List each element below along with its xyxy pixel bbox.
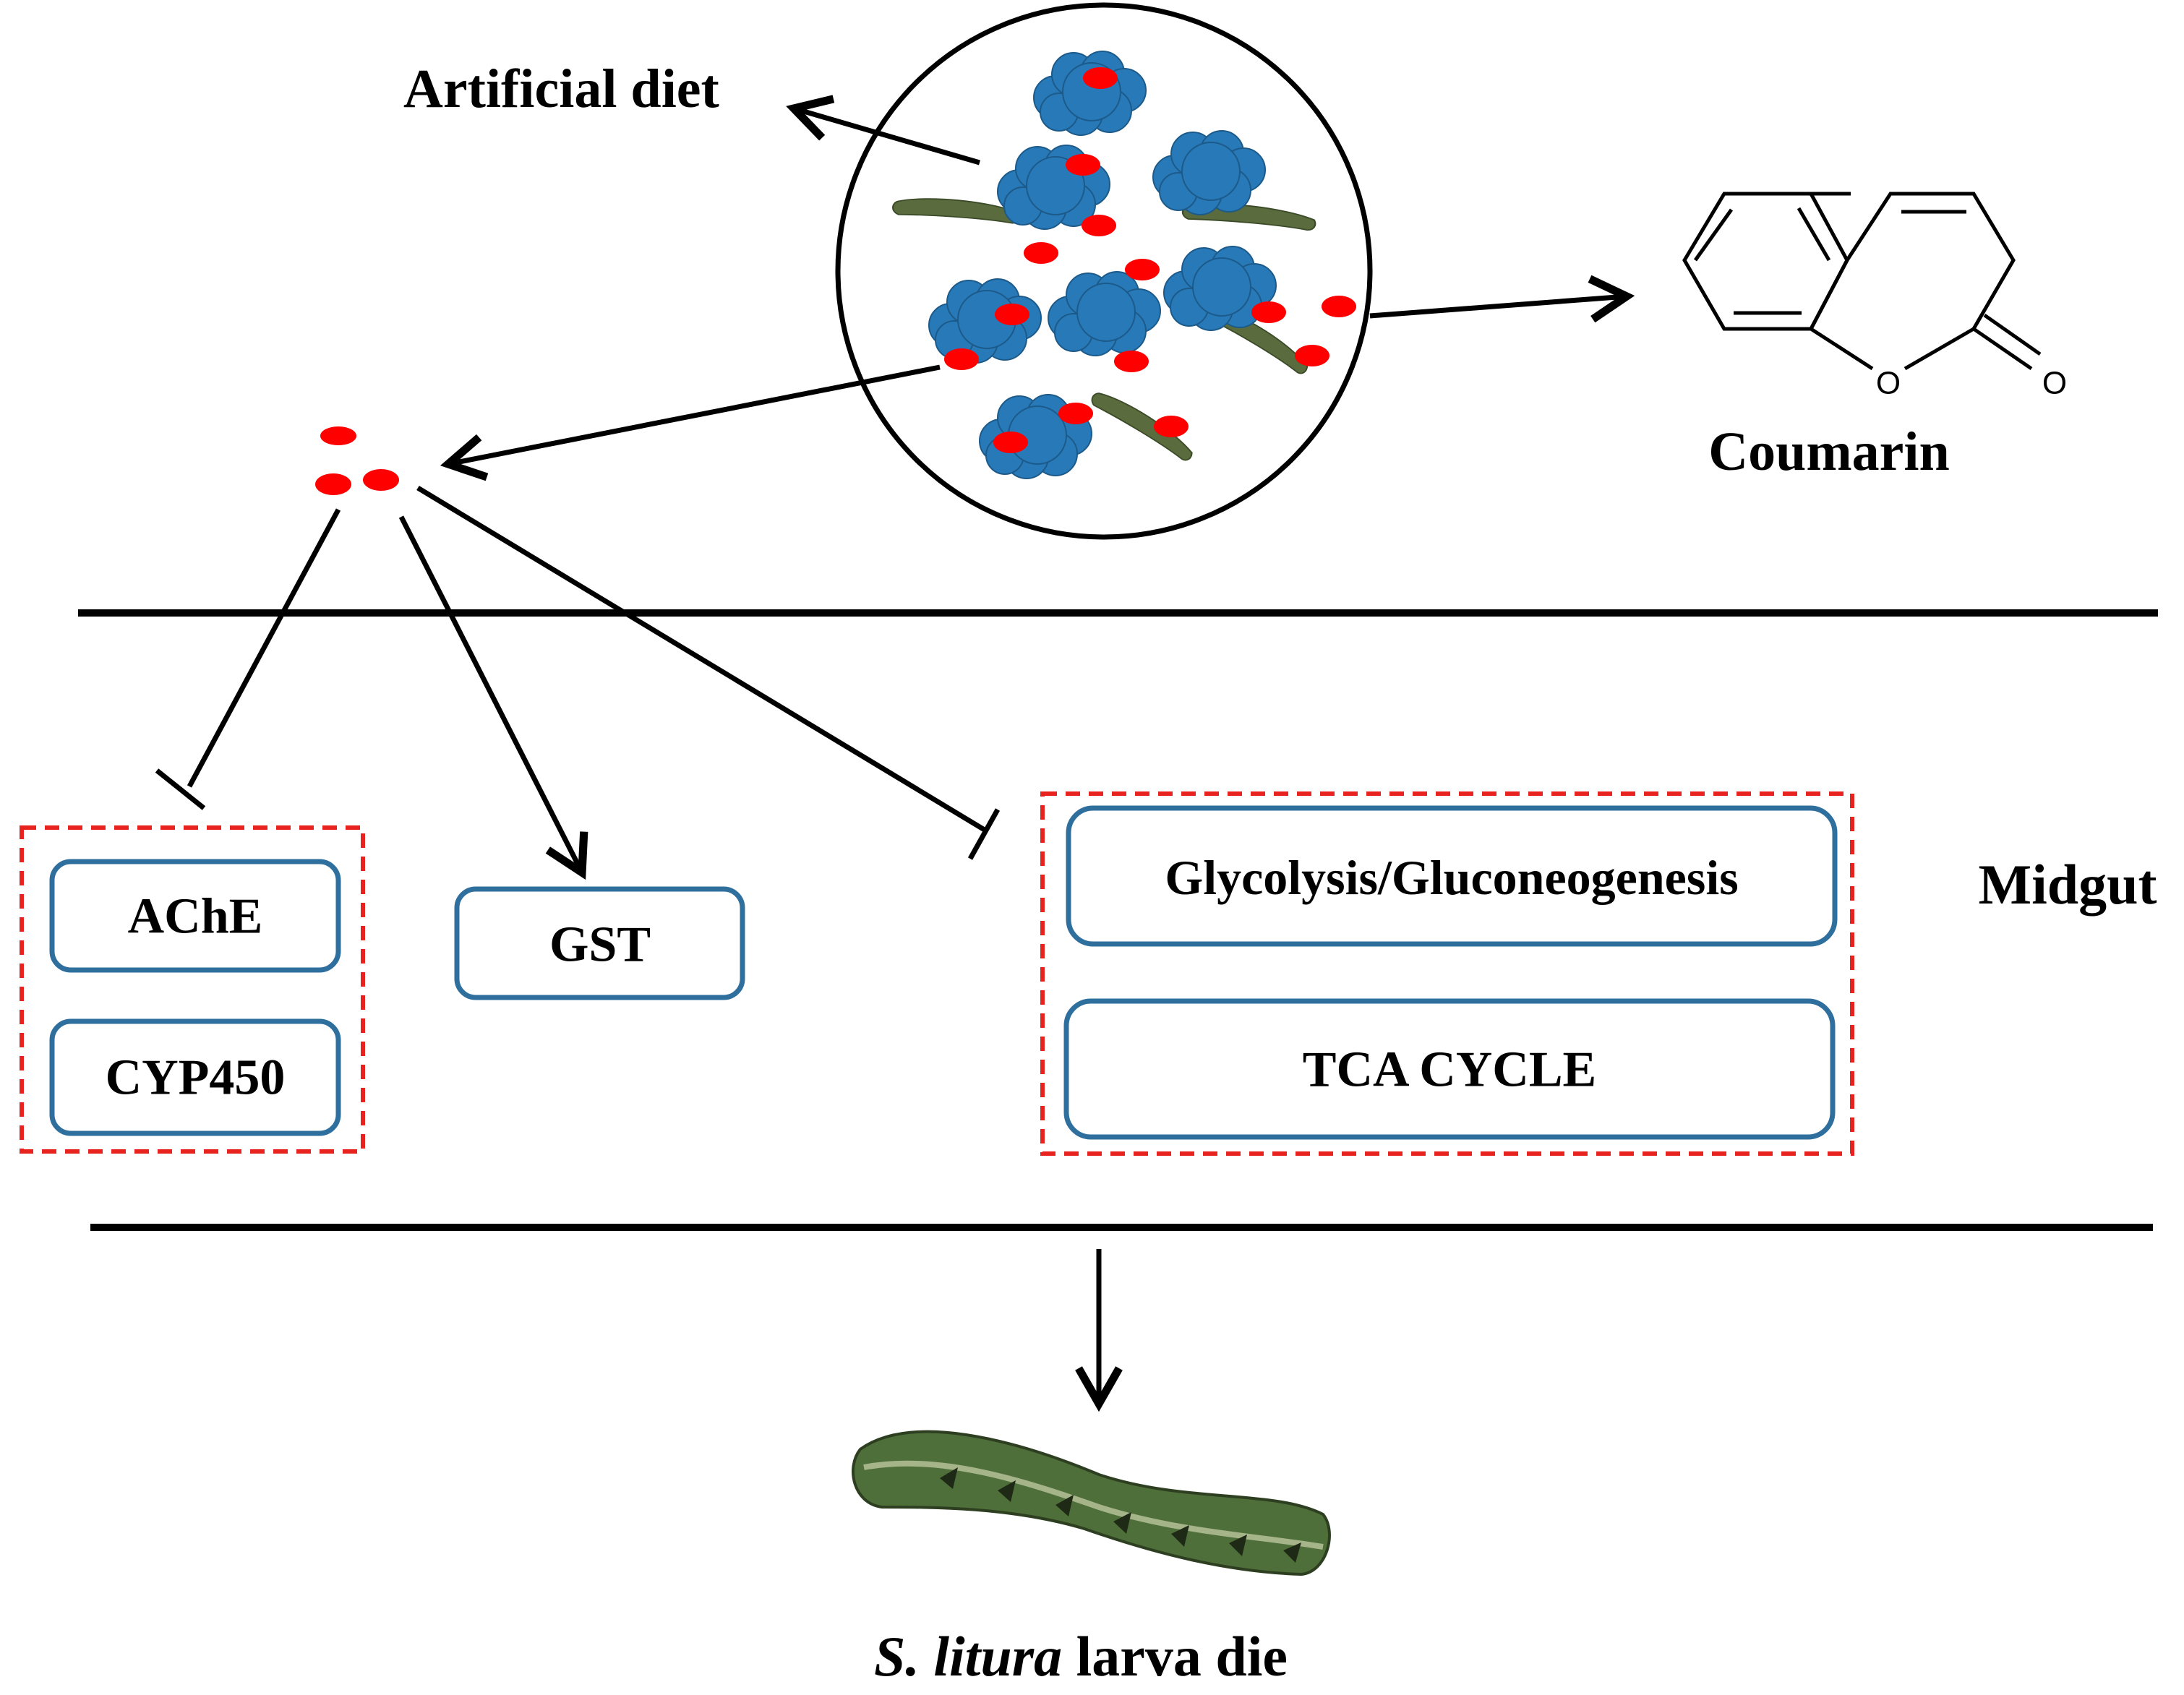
midgut-label: Midgut bbox=[1978, 853, 2157, 916]
cyp450-box bbox=[49, 1018, 341, 1136]
arrow-to-diet-label bbox=[786, 95, 980, 166]
gst-label: GST bbox=[549, 917, 651, 973]
coumarin-dot-icon bbox=[944, 67, 1356, 453]
coumarin-label: Coumarin bbox=[1708, 421, 1950, 482]
cyp450-label: CYP450 bbox=[106, 1050, 286, 1106]
diet-circle-group bbox=[835, 2, 1373, 540]
ring-oxygen-label: O bbox=[1876, 366, 1901, 401]
tca-label: TCA CYCLE bbox=[1303, 1042, 1596, 1098]
outcome-text: larva die bbox=[1062, 1625, 1288, 1688]
glycolysis-label: Glycolysis/Gluconeogenesis bbox=[1165, 850, 1738, 905]
larva-icon bbox=[852, 1430, 1331, 1576]
inhibit-bar-left bbox=[155, 768, 206, 810]
enzyme-group-dashed bbox=[20, 825, 365, 1154]
gst-box bbox=[454, 886, 745, 1000]
artificial-diet-label: Artificial diet bbox=[403, 59, 719, 119]
arrow-to-coumarin bbox=[1369, 275, 1635, 323]
ache-label: AChE bbox=[128, 889, 263, 945]
metabolism-group-dashed bbox=[1040, 791, 1854, 1156]
ache-box bbox=[49, 859, 341, 973]
species-name: S. litura bbox=[874, 1625, 1062, 1688]
inhibit-arrow-icon bbox=[187, 508, 341, 788]
glycolysis-box bbox=[1066, 805, 1838, 947]
inhibit-arrow-icon bbox=[416, 486, 988, 833]
inhibit-bar-right bbox=[967, 808, 1001, 860]
outcome-label: S. litura larva die bbox=[874, 1625, 1288, 1688]
arrow-to-released-dots bbox=[440, 364, 941, 481]
activate-arrow-icon bbox=[398, 515, 588, 880]
coumarin-structure bbox=[1682, 192, 2042, 371]
tca-box bbox=[1063, 998, 1836, 1140]
coumarin-dot-icon bbox=[315, 426, 399, 495]
carbonyl-oxygen-label: O bbox=[2042, 366, 2067, 401]
